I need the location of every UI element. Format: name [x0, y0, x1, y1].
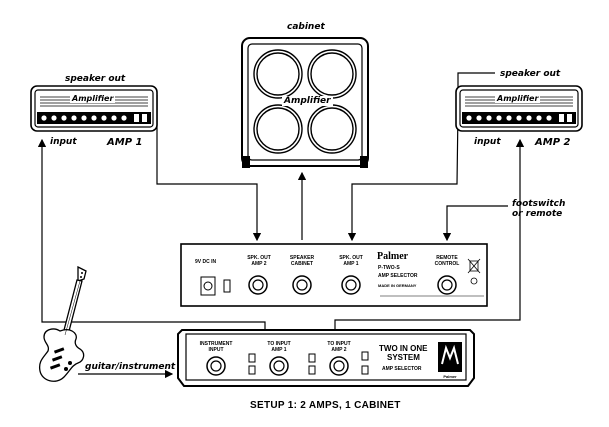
- speaker-out-label-right: speaker out: [500, 69, 561, 79]
- selector-logo-text: Palmer: [443, 374, 457, 379]
- amp1-label: AMP 1: [107, 137, 143, 148]
- ptwo-made-in: MADE IN GERMANY: [378, 283, 417, 288]
- input-label-right: input: [474, 137, 501, 147]
- amp1-head: Amplifier: [30, 85, 158, 132]
- input-label-left: input: [50, 137, 77, 147]
- guitar-icon: [34, 265, 94, 390]
- amp2-head: Amplifier: [455, 85, 583, 132]
- to-input-amp2-label: TO INPUT AMP 2: [327, 341, 351, 353]
- amp1-logo: Amplifier: [70, 94, 116, 103]
- ptwo-model: P-TWO-S: [378, 265, 400, 271]
- cabinet-logo: Amplifier: [282, 96, 333, 106]
- instrument-input-label: INSTRUMENT INPUT: [199, 341, 233, 353]
- selector-title-line2: SYSTEM: [387, 353, 420, 362]
- selector-box: INSTRUMENT INPUT TO INPUT AMP 1 TO INPUT…: [176, 328, 476, 388]
- remote-control-label: REMOTE CONTROL: [434, 255, 460, 267]
- wire-amp1-speaker-out: [156, 95, 262, 242]
- selector-title-line1: TWO IN ONE: [379, 344, 428, 353]
- selector-subtitle: AMP SELECTOR: [382, 366, 422, 372]
- ptwo-brand: Palmer: [377, 251, 409, 262]
- ptwo-panel: 9V DC IN SPK. OUT AMP 2 SPEAKER CABINET …: [180, 243, 488, 307]
- ptwo-subtitle: AMP SELECTOR: [378, 273, 418, 279]
- amp2-logo: Amplifier: [495, 94, 541, 103]
- speaker-out-label-left: speaker out: [65, 74, 126, 84]
- wire-footswitch: [442, 205, 508, 242]
- amp2-label: AMP 2: [535, 137, 571, 148]
- wire-amp2-speaker-out: [347, 72, 495, 242]
- footswitch-label: footswitch: [512, 199, 566, 209]
- spk-out-amp1-label: SPK. OUT AMP 1: [339, 255, 363, 267]
- setup-caption: SETUP 1: 2 AMPS, 1 CABINET: [250, 400, 401, 411]
- cabinet-label: cabinet: [287, 22, 325, 32]
- speaker-cabinet: Amplifier: [240, 36, 370, 170]
- dc-in-label: 9V DC IN: [195, 259, 217, 265]
- speaker-cabinet-jack-label: SPEAKER CABINET: [289, 255, 315, 267]
- guitar-label: guitar/instrument: [85, 362, 176, 372]
- or-remote-label: or remote: [512, 209, 563, 219]
- to-input-amp1-label: TO INPUT AMP 1: [267, 341, 291, 353]
- spk-out-amp2-label: SPK. OUT AMP 2: [247, 255, 271, 267]
